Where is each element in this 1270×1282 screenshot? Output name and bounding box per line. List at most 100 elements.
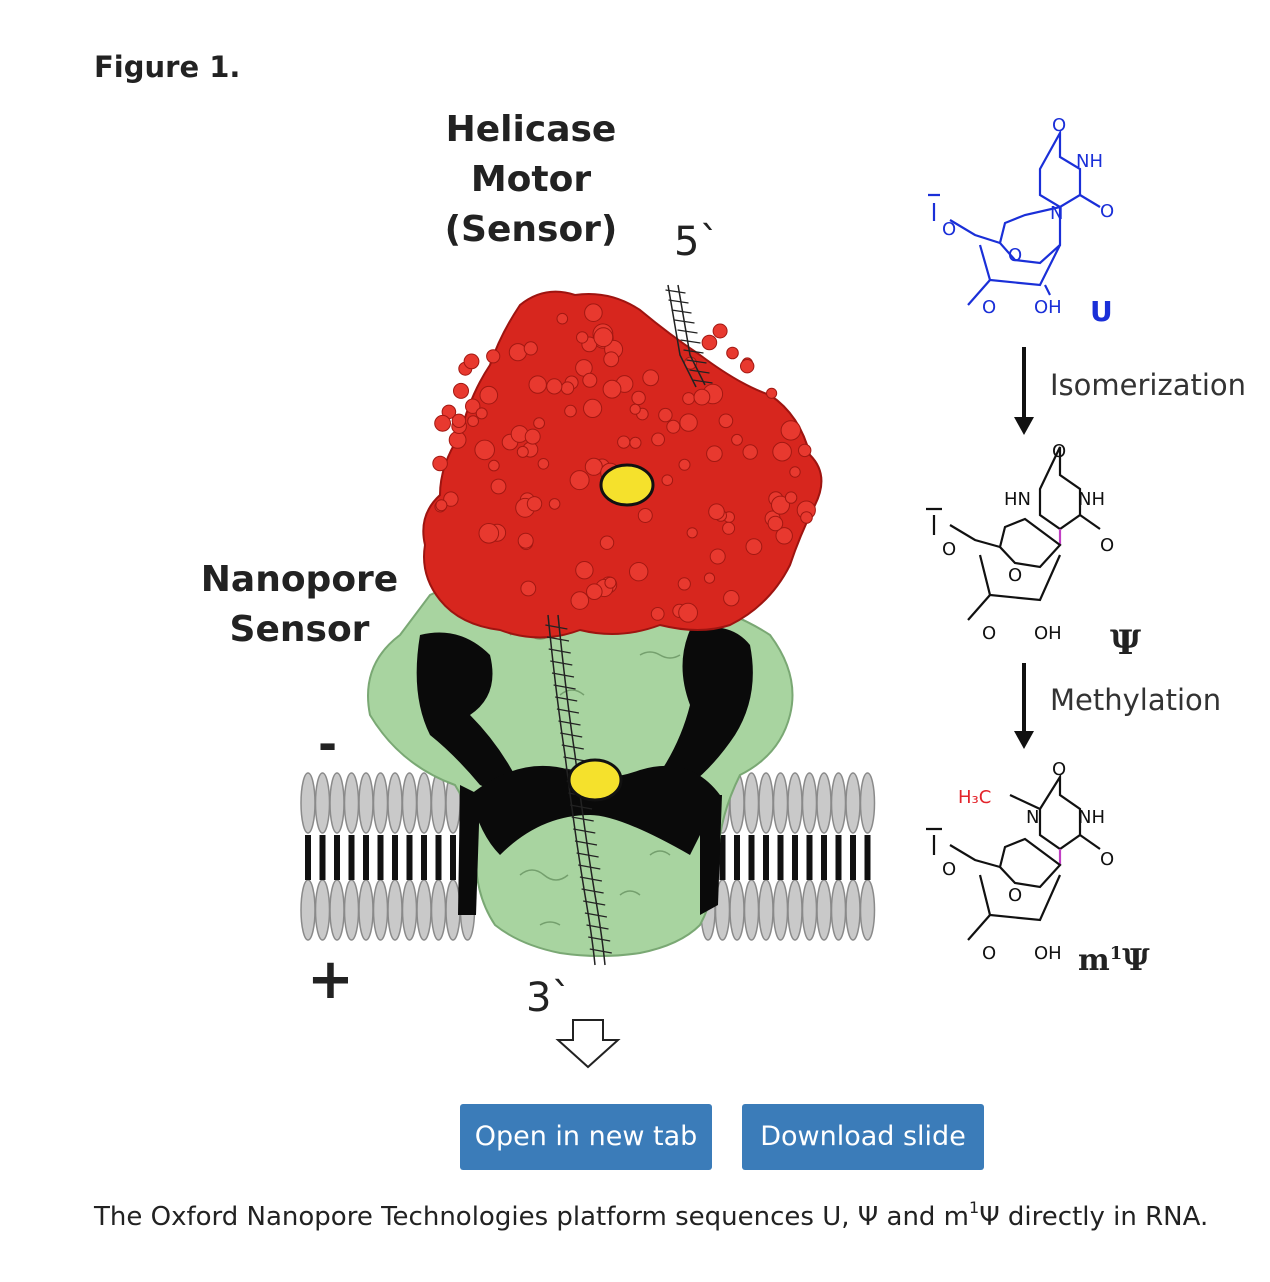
reaction-arrow-methylation	[1014, 663, 1034, 749]
helicase-atom	[693, 388, 711, 406]
atom-label: NH	[1078, 489, 1105, 510]
helicase-atom	[771, 495, 790, 515]
helicase-atom	[599, 535, 615, 550]
lipid-tail	[792, 835, 798, 880]
lipid-tail	[363, 835, 369, 880]
helicase-atom	[475, 407, 488, 420]
atom-label: O	[1008, 245, 1022, 266]
helicase-atom	[629, 436, 642, 449]
m1psi-base: m	[1078, 943, 1110, 978]
helicase-atom	[678, 458, 691, 471]
lipid-head	[445, 879, 461, 941]
helicase-atom	[798, 443, 812, 458]
helicase-atom	[490, 478, 507, 495]
lipid-head	[743, 772, 760, 834]
lipid-tail	[748, 835, 755, 880]
lipid-head	[430, 879, 447, 941]
helicase-atom	[658, 407, 673, 423]
helicase-atom	[629, 403, 641, 415]
lipid-head	[430, 772, 447, 834]
helicase-atom	[712, 323, 728, 339]
lipid-head	[859, 879, 876, 941]
atom-label: OH	[1034, 623, 1062, 644]
lipid-tail	[334, 835, 340, 880]
lipid-head	[758, 772, 774, 834]
lipid-tail	[421, 835, 427, 880]
helicase-atom	[742, 444, 758, 460]
helicase-atom	[661, 474, 674, 487]
lipid-head	[787, 772, 803, 834]
helicase-atom	[709, 548, 726, 565]
lipid-head	[845, 879, 861, 941]
lipid-tail	[821, 835, 827, 880]
open-in-new-tab-button[interactable]: Open in new tab	[460, 1104, 712, 1170]
helicase-atom	[586, 583, 603, 601]
lipid-tail	[406, 835, 413, 880]
lipid-head	[372, 879, 389, 941]
helicase-atom	[679, 413, 698, 432]
atom-label: N	[1050, 203, 1063, 224]
helicase-atom	[576, 331, 589, 344]
caption-superscript: 1	[969, 1198, 980, 1217]
lipid-head	[772, 772, 789, 834]
helicase-atom	[478, 523, 500, 544]
helicase-atom	[642, 369, 660, 387]
lipid-tail	[806, 835, 813, 880]
figure-heading: Figure 1.	[94, 50, 241, 84]
helicase-atom	[569, 470, 590, 491]
rna-strand	[545, 284, 713, 966]
helicase-atom	[766, 387, 778, 399]
pseudouridine-structure	[926, 446, 1101, 621]
lipid-head	[401, 772, 418, 834]
lipid-tail	[719, 835, 726, 880]
lipid-head	[787, 879, 803, 941]
lipid-tail	[835, 835, 842, 880]
lipid-head	[816, 772, 832, 834]
lipid-head	[758, 879, 774, 941]
lipid-tail	[763, 835, 769, 880]
helicase-atom	[650, 607, 665, 621]
lipid-head	[743, 879, 760, 941]
helicase-atom	[789, 466, 801, 478]
atom-label: O	[942, 539, 956, 560]
lipid-tail	[777, 835, 784, 880]
helicase-atom	[718, 413, 734, 429]
methyl-label: H₃C	[958, 787, 991, 808]
lipid-head	[830, 879, 847, 941]
lipid-tail	[435, 835, 442, 880]
helicase-atom	[448, 431, 467, 449]
helicase-atom	[677, 577, 691, 591]
helicase-atom	[528, 375, 547, 394]
helicase-atom	[726, 346, 739, 360]
helicase-atom	[722, 521, 736, 535]
plus-sign: +	[307, 947, 354, 1012]
lipid-head	[329, 879, 345, 941]
lipid-head	[300, 772, 316, 834]
helicase-atom	[708, 503, 725, 521]
five-prime-label: 5`	[674, 219, 720, 265]
three-prime-label: 3`	[526, 975, 572, 1021]
helicase-atom	[772, 441, 792, 462]
lipid-head	[387, 772, 403, 834]
minus-sign: -	[318, 717, 338, 771]
lipid-head	[314, 772, 331, 834]
lipid-head	[830, 772, 847, 834]
helicase-atom	[556, 312, 569, 325]
lipid-head	[358, 879, 374, 941]
download-slide-button[interactable]: Download slide	[742, 1104, 984, 1170]
helicase-atom	[463, 353, 480, 370]
helicase-atom	[564, 404, 577, 418]
lipid-membrane-left	[300, 772, 476, 941]
nanopore-label: Nanopore Sensor	[200, 559, 399, 650]
atom-label: O	[942, 859, 956, 880]
lipid-head	[801, 772, 818, 834]
helicase-atom	[517, 532, 534, 549]
caption-text: The Oxford Nanopore Technologies platfor…	[94, 1202, 970, 1232]
atom-label: O	[982, 297, 996, 318]
lipid-head	[300, 879, 316, 941]
helicase-atom	[570, 591, 590, 610]
methylpseudouridine-structure	[926, 773, 1101, 941]
helicase-atom	[474, 439, 496, 461]
figure-image: O NH N O O O O OH O HN NH O O O O OH O H…	[0, 95, 1270, 1085]
helicase-atom	[593, 327, 614, 348]
